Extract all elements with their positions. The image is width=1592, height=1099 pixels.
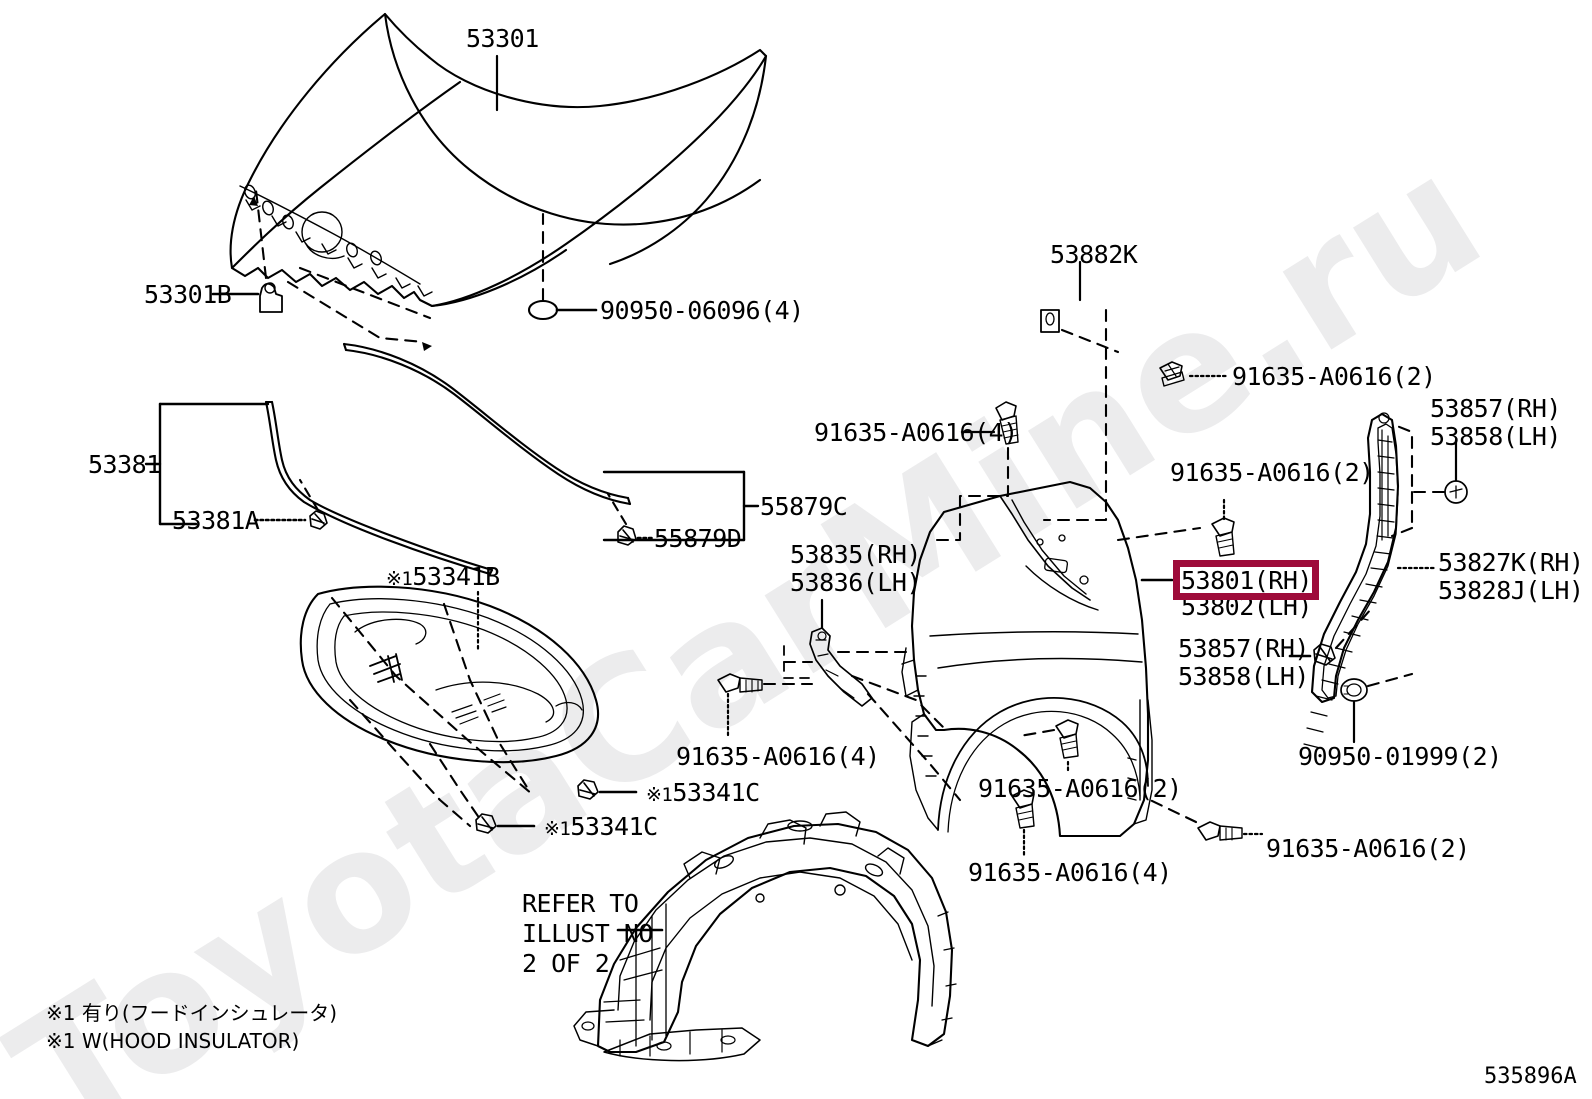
label-53341c-2: ※153341C	[544, 812, 658, 844]
figure-number: 535896A	[1484, 1064, 1577, 1089]
bracket-53381	[144, 402, 270, 526]
bolt-91635-mid	[1211, 517, 1235, 557]
label-90950-01999: 90950-01999(2)	[1298, 742, 1502, 771]
hood-bumper-part	[259, 282, 283, 313]
label-53301: 53301	[466, 24, 539, 53]
label-91635-arch: 91635-A0616(2)	[978, 774, 1182, 803]
label-55879d: 55879D	[654, 524, 742, 553]
label-53301b: 53301B	[144, 280, 232, 309]
label-53341b-number: 53341B	[412, 562, 500, 591]
mark-symbol-53341c-2: ※1	[544, 818, 571, 840]
insulator-clip-part-2	[475, 813, 497, 834]
refer-line-1: REFER TO	[522, 889, 639, 918]
bolt-91635-top	[1159, 361, 1185, 387]
hood-clip-part	[527, 299, 559, 321]
bolt-91635-arch	[1055, 719, 1079, 759]
refer-line-2: ILLUST NO	[522, 919, 653, 948]
hood-stay-clip-part	[309, 510, 328, 530]
label-53341c-1: ※153341C	[646, 778, 760, 810]
hood-cable-clip-part	[617, 525, 637, 546]
bracket-53835	[809, 627, 873, 707]
label-53341c-1-number: 53341C	[672, 778, 760, 807]
insulator-clip-part-1	[577, 779, 599, 800]
footnote-japanese: ※1 有り(フードインシュレータ)	[46, 1001, 338, 1025]
hood-cable	[342, 342, 632, 506]
label-53858-right: 53858(LH)	[1430, 422, 1561, 451]
mark-symbol-53341c-1: ※1	[646, 784, 673, 806]
bracket-55879c	[602, 470, 760, 542]
clip-53857-right	[1444, 480, 1468, 504]
label-53857-mid: 53857(RH)	[1178, 634, 1309, 663]
label-91635-bottom: 91635-A0616(4)	[968, 858, 1172, 887]
fender-liner	[573, 811, 957, 1062]
bolt-91635-bottom	[1011, 789, 1035, 829]
label-91635-upperleft: 91635-A0616(4)	[814, 418, 1018, 447]
clip-53857-mid	[1313, 643, 1336, 666]
grommet-90950	[1340, 678, 1368, 702]
hood-insulator	[299, 585, 600, 764]
clip-53882k	[1040, 309, 1060, 333]
label-55879c: 55879C	[760, 492, 848, 521]
hood-panel	[229, 12, 768, 308]
label-53835: 53835(RH)	[790, 540, 921, 569]
label-53836: 53836(LH)	[790, 568, 921, 597]
label-53827k: 53827K(RH)	[1438, 548, 1584, 577]
bolt-91635-upperleft	[995, 401, 1019, 445]
label-53801: 53801(RH)	[1181, 566, 1312, 595]
label-53858-mid: 53858(LH)	[1178, 662, 1309, 691]
label-53381: 53381	[88, 450, 161, 479]
label-91635-lowerleft: 91635-A0616(4)	[676, 742, 880, 771]
mark-symbol-53341b: ※1	[386, 568, 413, 590]
bolt-91635-lowerleft	[717, 673, 763, 693]
label-90950-06096: 90950-06096(4)	[600, 296, 804, 325]
highlight-box-53801	[1173, 560, 1319, 600]
label-53857-right: 53857(RH)	[1430, 394, 1561, 423]
label-53828j: 53828J(LH)	[1438, 576, 1584, 605]
label-53341b: ※153341B	[386, 562, 500, 594]
bolt-91635-bottomright	[1197, 821, 1243, 841]
label-91635-bottomright: 91635-A0616(2)	[1266, 834, 1470, 863]
label-53882k: 53882K	[1050, 240, 1138, 269]
fender-panel	[901, 480, 1153, 838]
hood-stay-rod	[264, 400, 494, 576]
label-53381a: 53381A	[172, 506, 260, 535]
label-53341c-2-number: 53341C	[570, 812, 658, 841]
label-91635-mid: 91635-A0616(2)	[1170, 458, 1374, 487]
label-91635-top: 91635-A0616(2)	[1232, 362, 1436, 391]
seal-53827k	[1303, 412, 1400, 749]
footnote-english: ※1 W(HOOD INSULATOR)	[46, 1029, 300, 1053]
refer-line-3: 2 OF 2	[522, 949, 610, 978]
